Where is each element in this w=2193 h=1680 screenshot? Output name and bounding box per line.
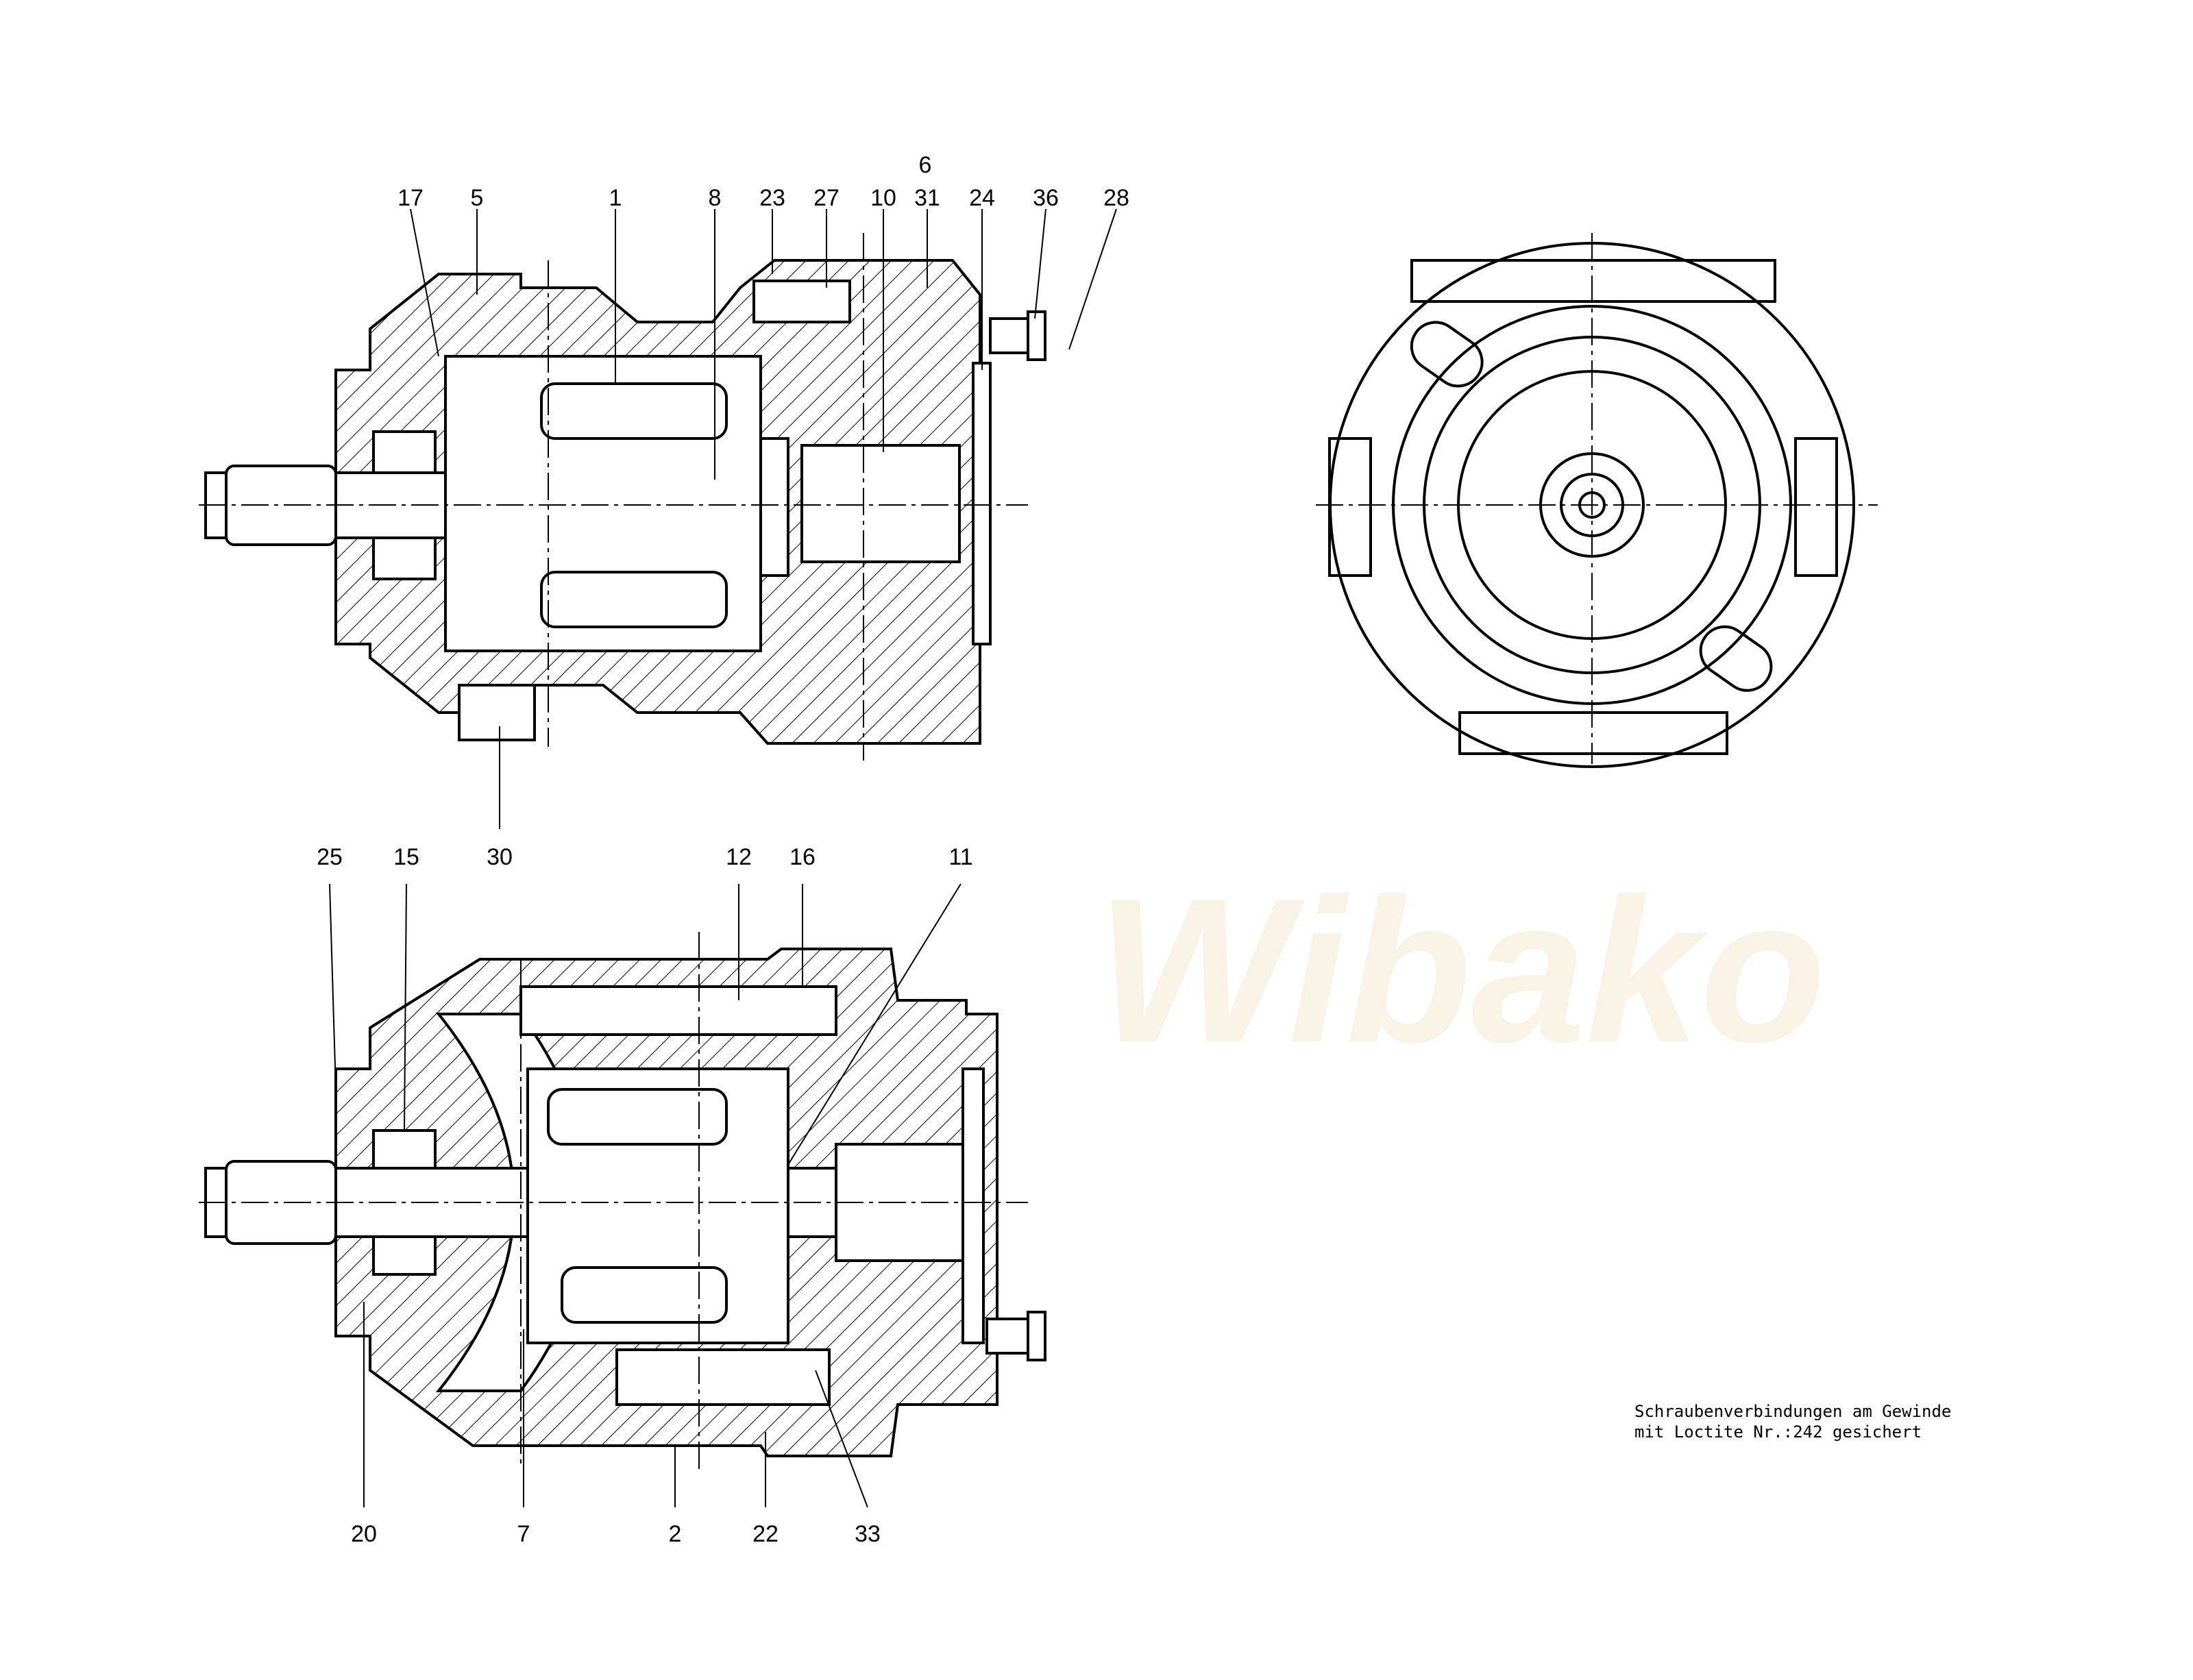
part-label-33: 33: [855, 1521, 881, 1547]
port-plate-top: [759, 437, 789, 577]
bearing-b-bottom: [372, 1235, 437, 1276]
part-label-20: 20: [351, 1521, 377, 1547]
part-label-28: 28: [1103, 185, 1129, 211]
note-line-1: Schraubenverbindungen am Gewinde: [1634, 1402, 1951, 1421]
bottom-section-view: [199, 932, 1046, 1473]
part-label-16: 16: [789, 844, 816, 870]
bearing-front-top: [372, 430, 437, 474]
piston-upper: [540, 382, 728, 440]
watermark-logo: Wibako: [1096, 855, 1826, 1085]
control-piston-12: [519, 985, 837, 1036]
assembly-note: Schraubenverbindungen am Gewinde mit Loc…: [1634, 1402, 1951, 1442]
part-label-30: 30: [487, 844, 513, 870]
part-label-27: 27: [813, 185, 840, 211]
part-label-25: 25: [317, 844, 343, 870]
piston-b-lower: [561, 1266, 728, 1324]
part-label-24: 24: [969, 185, 995, 211]
end-bore-top: [800, 444, 961, 563]
plug-30: [458, 684, 536, 741]
bearing-b-top: [372, 1129, 437, 1170]
end-view: [1316, 233, 1878, 768]
part-label-12: 12: [726, 844, 752, 870]
part-label-8: 8: [709, 185, 722, 211]
flange-cover-bottom: [961, 1067, 985, 1344]
part-label-17: 17: [397, 185, 424, 211]
part-label-2: 2: [669, 1521, 682, 1547]
part-label-11: 11: [948, 844, 972, 870]
flange-cover-top: [972, 362, 992, 645]
part-label-1: 1: [609, 185, 622, 211]
part-labels: 17 5 1 8 23 27 6 10 31 24 36 28 30 25 15…: [317, 152, 1129, 1547]
part-label-36: 36: [1033, 185, 1059, 211]
part-label-5: 5: [471, 185, 484, 211]
part-label-23: 23: [759, 185, 785, 211]
plug-27: [752, 280, 851, 323]
control-piston-33: [615, 1348, 831, 1406]
leader-lines: [329, 208, 1117, 1508]
part-label-31: 31: [914, 185, 940, 211]
part-label-15: 15: [393, 844, 419, 870]
part-label-22: 22: [752, 1521, 779, 1547]
bolt-head-36: [1027, 310, 1046, 361]
piston-b-upper: [547, 1088, 728, 1146]
bearing-front-bottom: [372, 536, 437, 580]
part-label-6: 6: [919, 152, 932, 178]
note-line-2: mit Loctite Nr.:242 gesichert: [1634, 1422, 1922, 1442]
top-section-view: [199, 233, 1046, 761]
part-label-10: 10: [870, 185, 896, 211]
piston-lower: [540, 571, 728, 628]
part-label-7: 7: [517, 1521, 530, 1547]
